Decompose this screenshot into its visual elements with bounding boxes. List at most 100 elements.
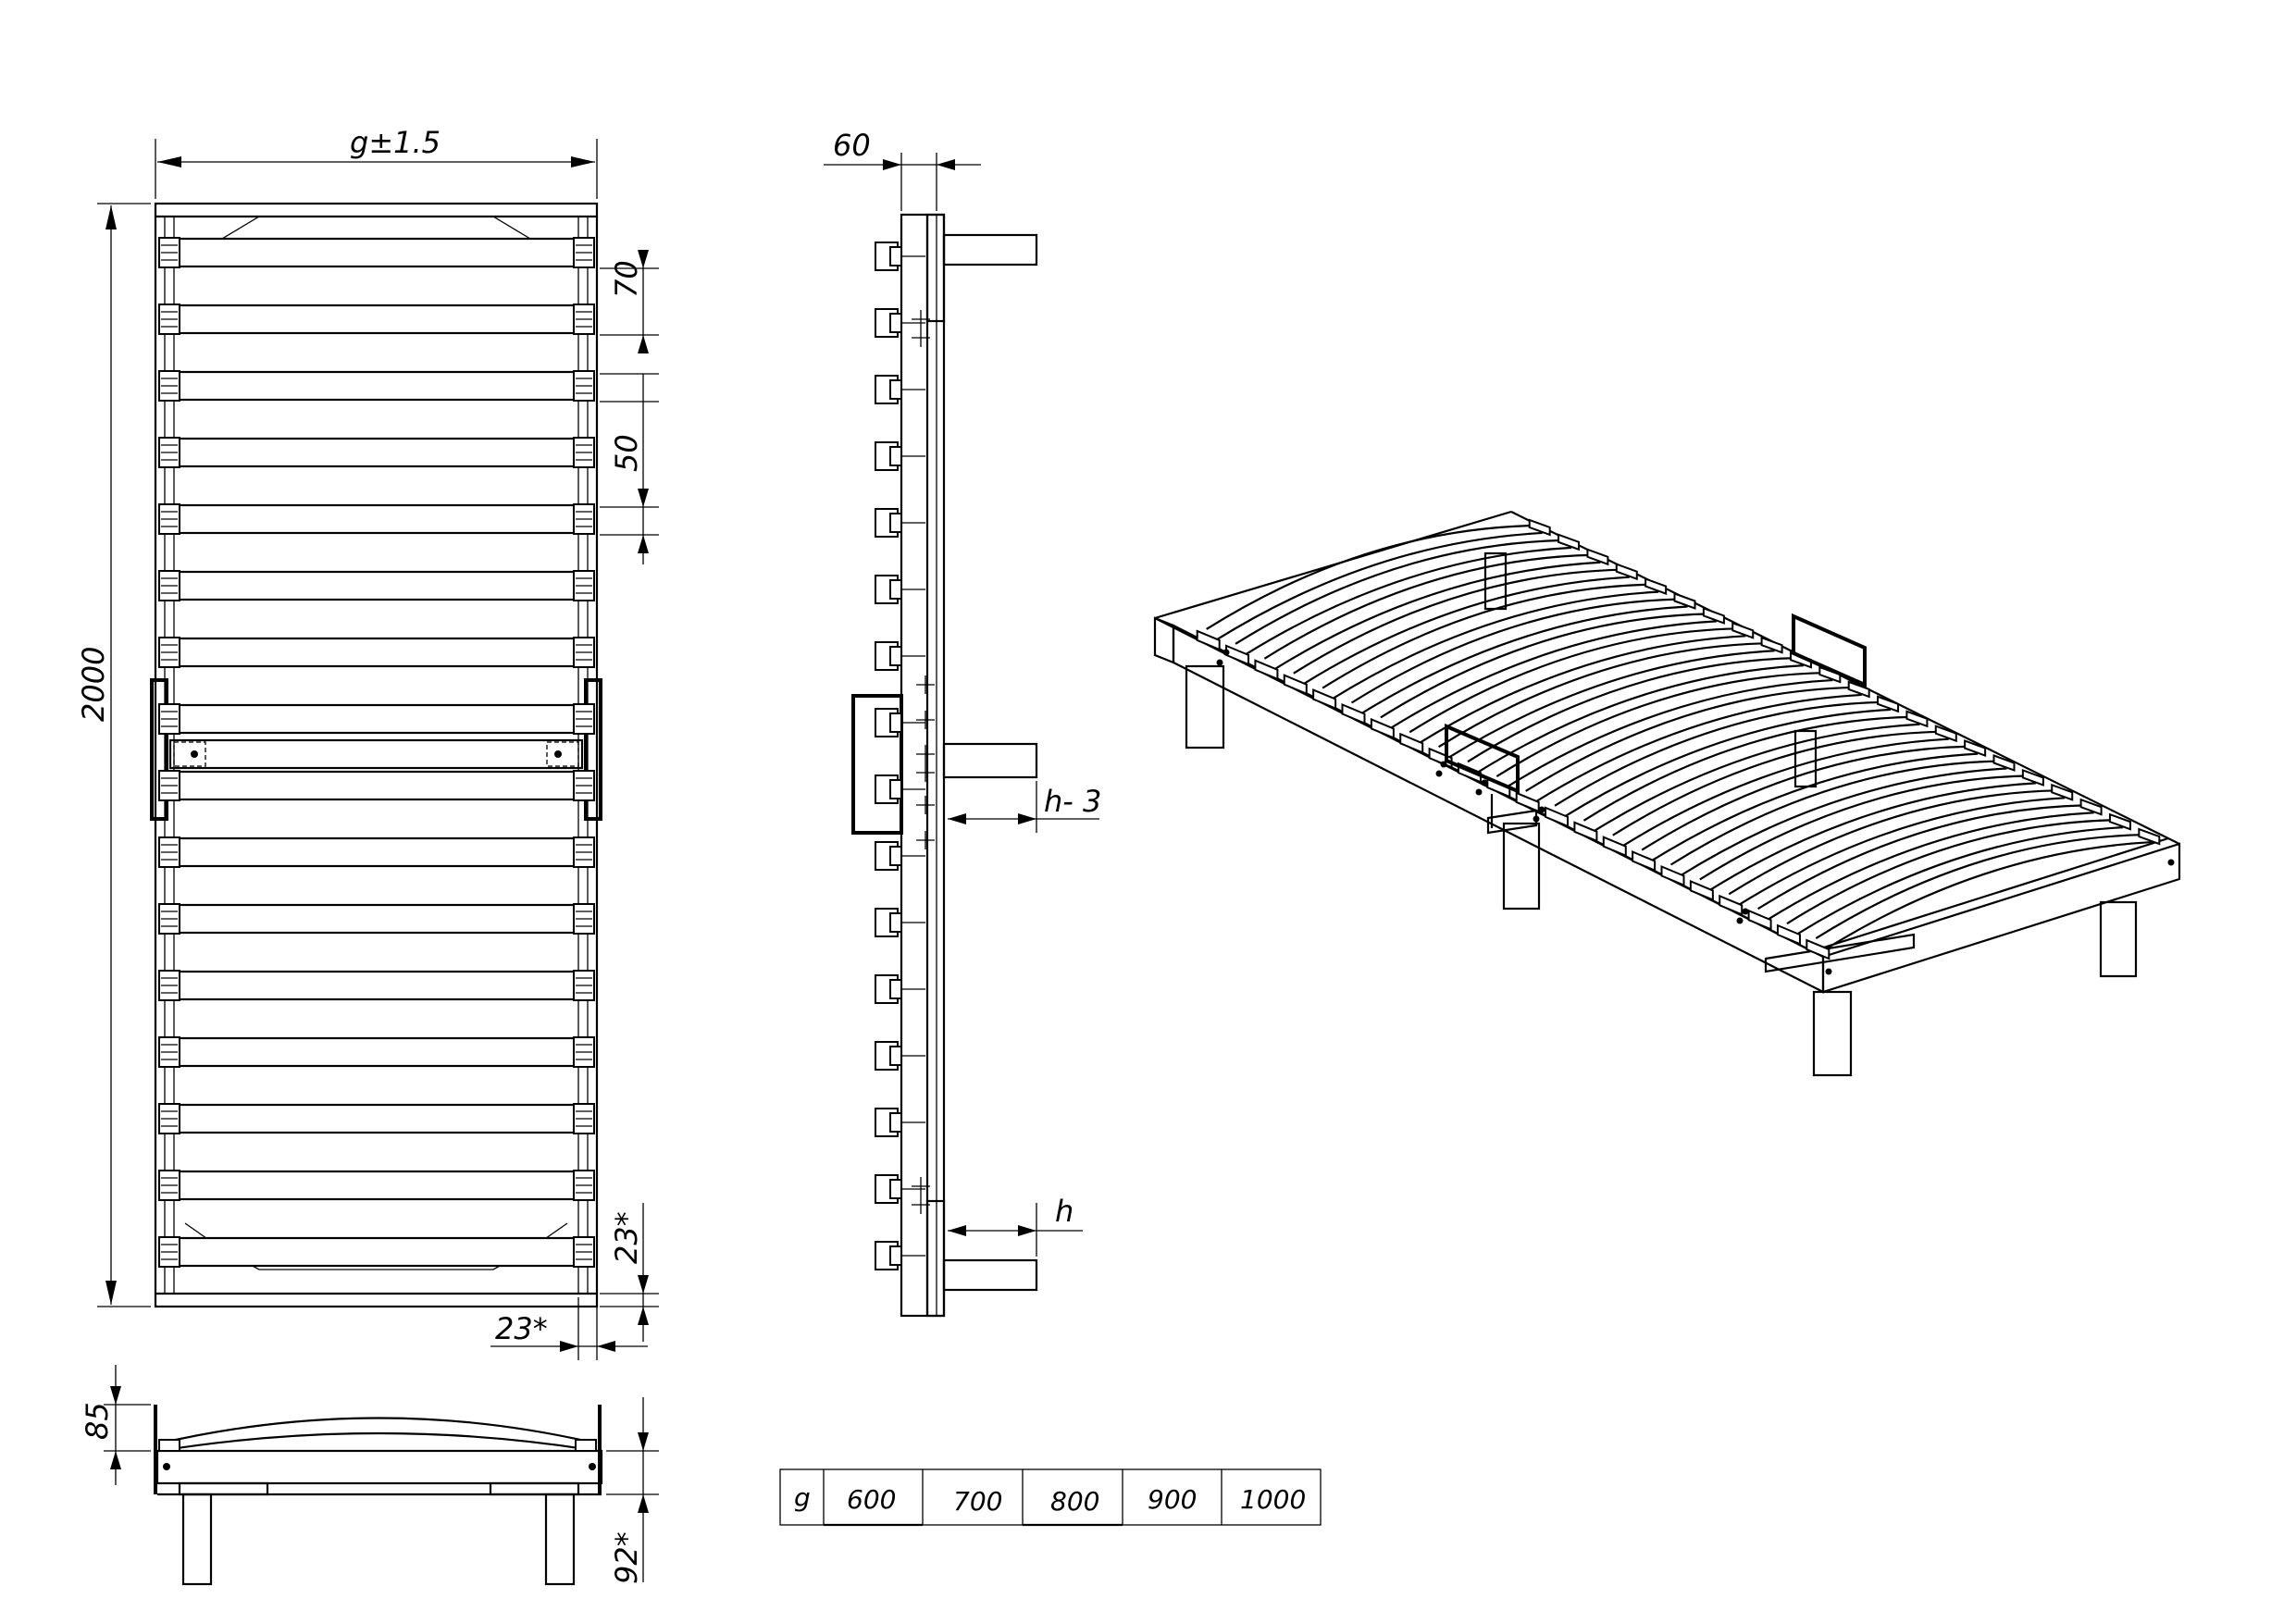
perspective-slat (1496, 671, 1826, 777)
perspective-holder (1806, 938, 1831, 960)
perspective-slat-edge (1534, 693, 1862, 803)
size-table-cell: 1000 (1240, 1484, 1306, 1515)
perspective-slat (1235, 539, 1565, 645)
bolt (1825, 968, 1832, 975)
top-slat (172, 570, 580, 601)
perspective-slat (1641, 745, 1971, 851)
dim-slat-width-label: 50 (609, 434, 644, 472)
end-block-top (925, 213, 946, 323)
center-crossbar-plate-right (546, 741, 579, 767)
bolt (1481, 779, 1488, 787)
top-slat (172, 703, 580, 735)
side-leg-middle (942, 742, 1038, 779)
perspective-holder (1760, 636, 1783, 654)
perspective-holder (1196, 629, 1221, 651)
perspective-slat (1815, 833, 2145, 939)
hinge-bracket-perspective (1445, 723, 1520, 795)
end-holder-left (158, 1439, 180, 1452)
hinge-bracket-right (584, 678, 602, 821)
bolt (1533, 815, 1540, 823)
perspective-holder (1615, 563, 1638, 581)
dim-end-height: 85 (80, 1365, 151, 1485)
top-slat (172, 770, 580, 801)
bolt (1475, 788, 1483, 796)
dim-mid-leg: h- 3 (948, 781, 1101, 833)
end-brace-left (178, 1481, 269, 1496)
hinge-bracket-perspective (1792, 613, 1867, 688)
dim-length-label: 2000 (76, 647, 111, 722)
perspective-holder (1602, 836, 1627, 858)
size-table-cell: 800 (1050, 1486, 1099, 1517)
side-leg-top (942, 233, 1038, 266)
perspective-holder (1370, 717, 1395, 739)
size-table-header: g (794, 1482, 811, 1513)
perspective-slat-edge (1331, 590, 1659, 700)
perspective-holder (2021, 768, 2044, 787)
under-brace (1486, 809, 1538, 835)
frame-right-end (1821, 842, 2181, 994)
perspective-holder (1847, 680, 1870, 699)
side-slat-clip (889, 912, 902, 933)
side-slat-clip (889, 846, 902, 866)
perspective-holder (1731, 621, 1755, 639)
top-slat (172, 836, 580, 868)
side-slat-clip (889, 646, 902, 666)
end-leg-right (544, 1493, 576, 1586)
bolt (1435, 770, 1443, 777)
perspective-holder (1515, 791, 1540, 813)
side-slat-clip (889, 513, 902, 533)
bolt (1538, 806, 1545, 813)
top-view: g±1.5 2000 70 50 (76, 125, 659, 1360)
dim-edge-vertical: 23* (600, 1203, 659, 1342)
side-slat-clip (889, 979, 902, 999)
leg-front-right (1812, 990, 1853, 1077)
dim-end-leg-h: h (948, 1194, 1083, 1257)
perspective-slat-edge (1389, 620, 1717, 730)
perspective-holder (1312, 688, 1337, 711)
perspective-slat (1554, 700, 1884, 807)
center-crossbar-plate-left (173, 741, 206, 767)
top-slat (172, 1103, 580, 1134)
side-leg-bottom (942, 1258, 1038, 1292)
top-slat (172, 637, 580, 668)
perspective-holder (1660, 865, 1685, 886)
perspective-holder (1877, 695, 1900, 713)
perspective-slat-edge (1215, 531, 1543, 641)
perspective-slats (1196, 518, 2161, 960)
perspective-holder (1702, 606, 1725, 625)
perspective-holder (1719, 894, 1744, 916)
perspective-slat-edge (1708, 782, 2036, 892)
perspective-slat-edge (1621, 737, 1949, 848)
size-table-cell: 700 (953, 1486, 1002, 1517)
perspective-slat-edge (1476, 664, 1805, 774)
perspective-view (1153, 510, 2181, 1077)
bolt (589, 1463, 596, 1470)
perspective-slat-edge (1563, 708, 1892, 818)
perspective-bolts (1216, 649, 1749, 924)
perspective-holder (1586, 548, 1609, 566)
side-slat-clip (889, 313, 902, 333)
perspective-slat (1467, 657, 1796, 763)
perspective-holder (1254, 659, 1279, 681)
end-block-bottom (925, 1199, 946, 1318)
top-slat (172, 1236, 580, 1268)
perspective-holder (1689, 879, 1714, 901)
top-slat (172, 970, 580, 1001)
perspective-slat (1409, 627, 1739, 734)
bolt (1222, 649, 1230, 656)
perspective-slat (1380, 613, 1709, 719)
mount-marks (912, 310, 935, 1214)
perspective-slat-edge (1272, 561, 1601, 671)
leg-front-far-right (2099, 900, 2138, 978)
dim-end-leg-h-label: h (1055, 1194, 1074, 1229)
dim-width: g±1.5 (155, 125, 598, 199)
perspective-holder (1964, 739, 1987, 758)
side-slat-clip (889, 1112, 902, 1133)
perspective-slat (1757, 804, 2087, 911)
perspective-slat (1786, 819, 2116, 925)
bolt (191, 750, 198, 758)
perspective-slat (1699, 774, 2029, 881)
frame-right-end-top (1811, 836, 2169, 953)
perspective-slat-edge (1679, 767, 2007, 877)
dim-edge-horizontal: 23* (490, 1297, 648, 1360)
